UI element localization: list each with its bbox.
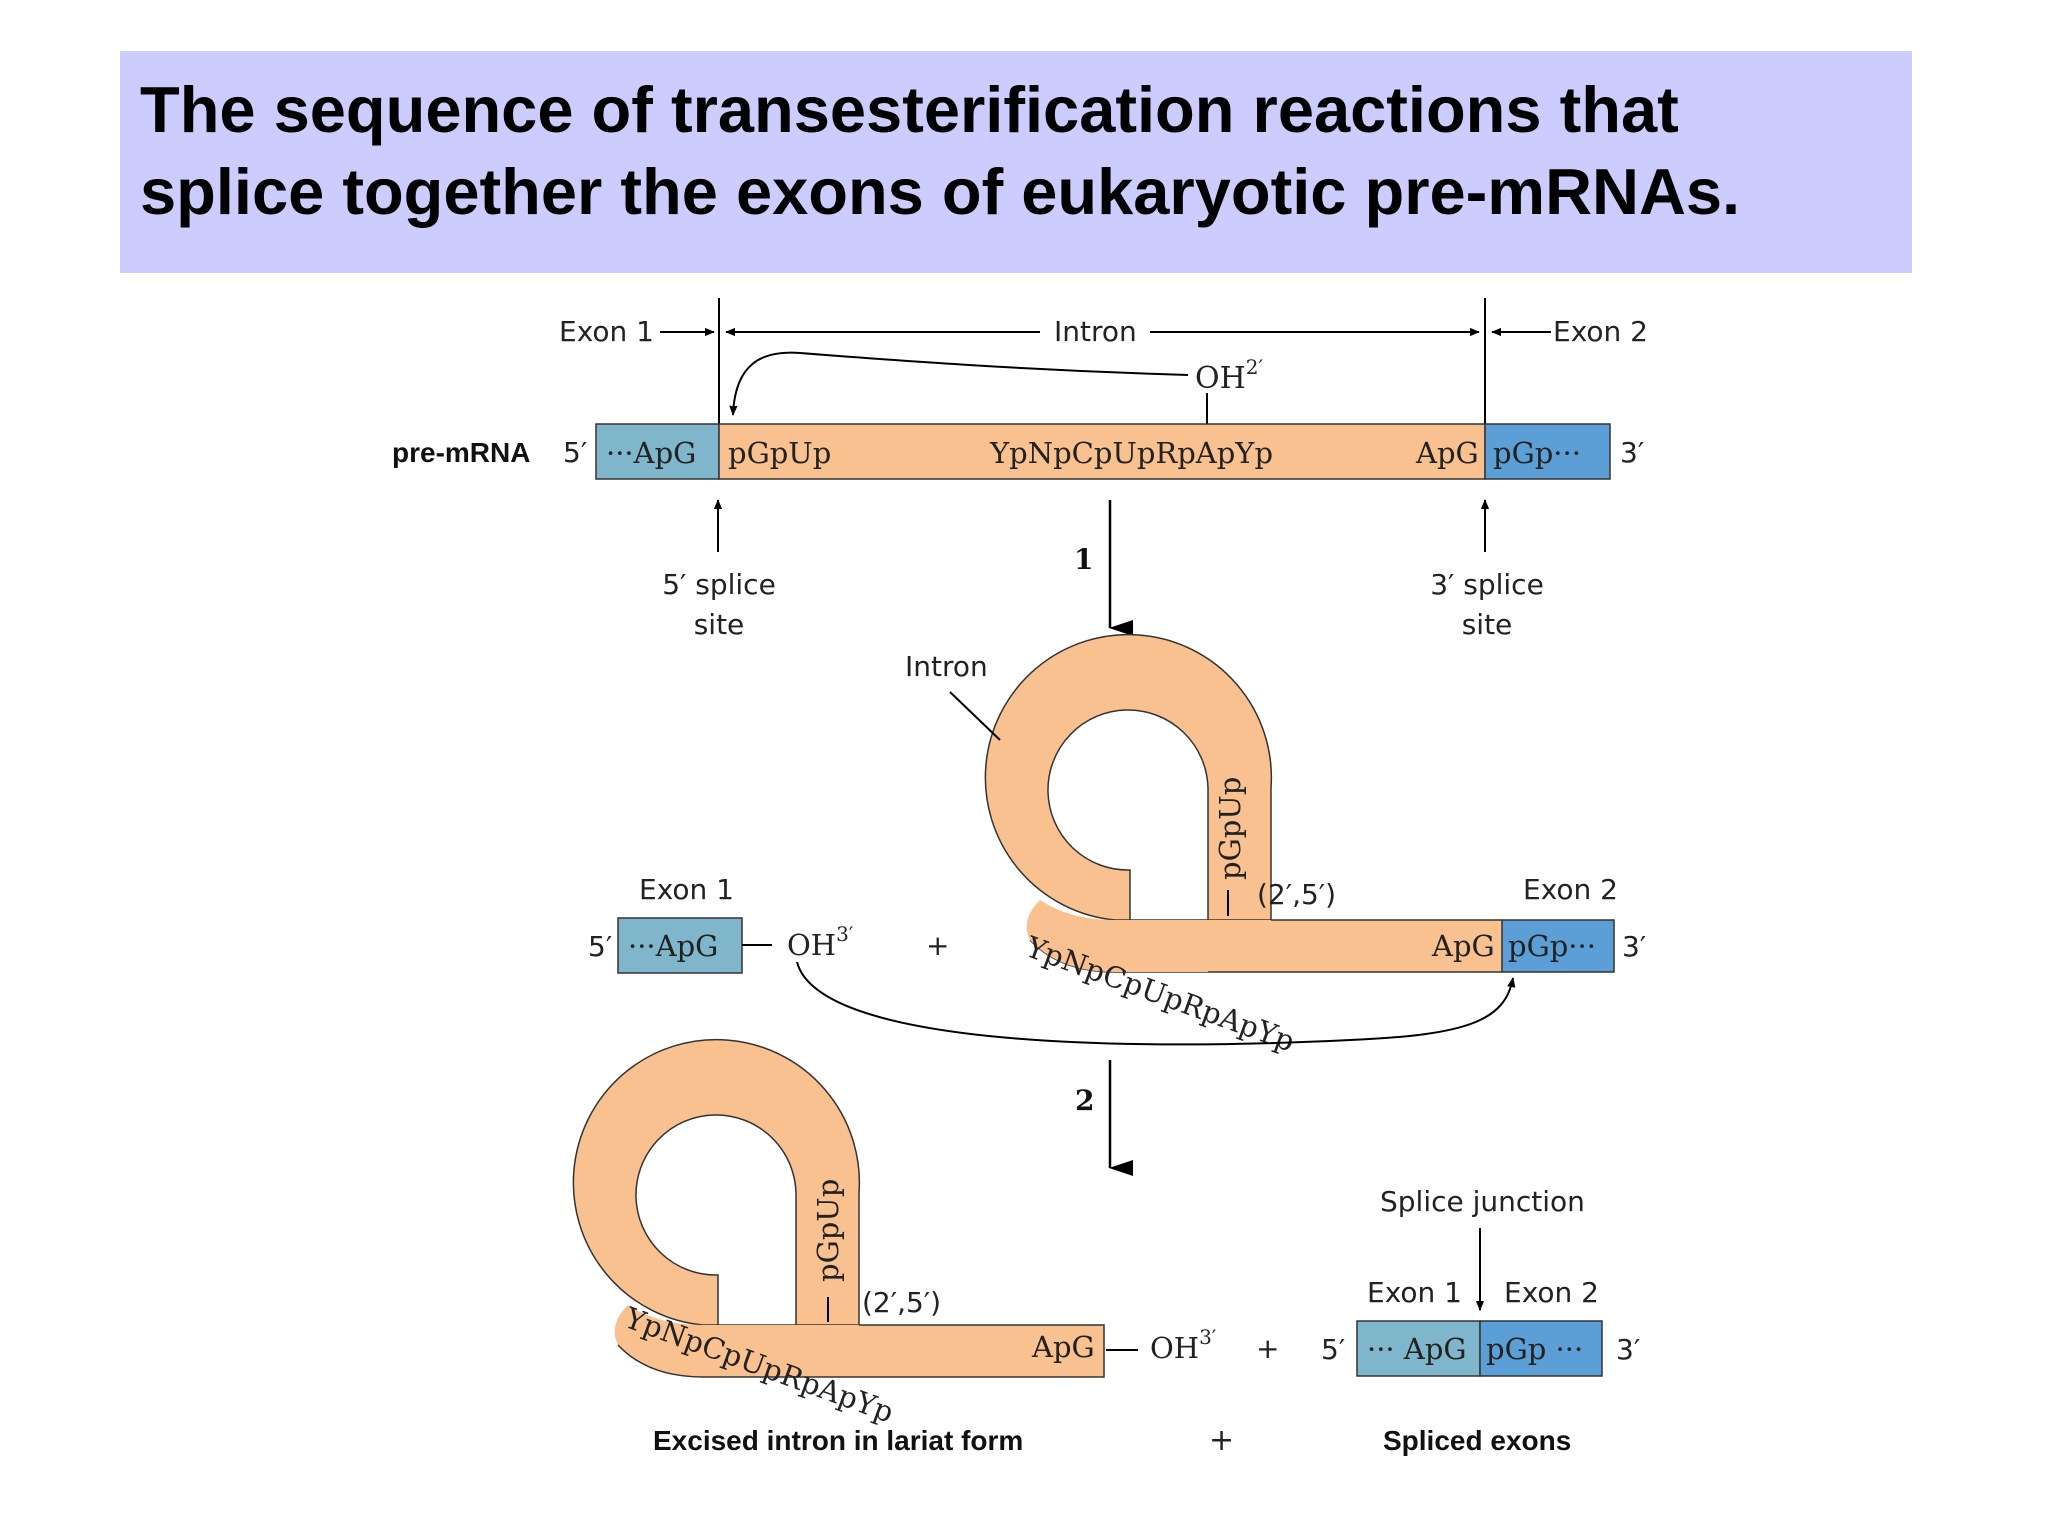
mid-intron-end-seq: ApG [1431, 929, 1495, 963]
top-exon2-label: Exon 2 [1553, 315, 1648, 348]
bottom-lariat-ring [572, 1038, 861, 1326]
bottom-exon2-seq: pGp ··· [1486, 1332, 1583, 1366]
title-banner: The sequence of transesterification reac… [120, 51, 1912, 273]
step2-number: 2 [1075, 1084, 1094, 1117]
splice3-label-2: site [1462, 608, 1513, 641]
page-title-line-1: The sequence of transesterification reac… [140, 73, 1679, 146]
bottom-lariat-bottom-fill [614, 1305, 796, 1377]
bottom-exon1-block [1356, 1320, 1481, 1377]
top-exon2-seq: pGp··· [1493, 436, 1581, 470]
top-exon1-seq: ···ApG [606, 436, 696, 470]
step1-products: Intron pGpUp (2′,5′) YpNpCpUpRpApYp ApG … [588, 633, 1646, 1058]
mid-intron-label: Intron [905, 650, 988, 683]
mid-lariat-ring [984, 633, 1273, 921]
bottom-caption-plus: + [1209, 1423, 1234, 1458]
top-exon1-block [595, 423, 720, 480]
pre-mrna-section: Exon 1 Intron Exon 2 OH2′ pre-mRNA 5′ 3′… [392, 298, 1648, 641]
mid-loop-seq: pGpUp [1213, 777, 1247, 880]
bottom-plus: + [1256, 1332, 1279, 1365]
step2-arrow-group: 2 [1075, 1060, 1133, 1176]
bottom-exon1-seq: ··· ApG [1367, 1332, 1467, 1366]
bottom-three-prime: 3′ [1616, 1333, 1640, 1366]
top-exon2-block [1484, 423, 1611, 480]
mid-exon1-label: Exon 1 [639, 873, 734, 906]
bottom-linkage: (2′,5′) [862, 1286, 941, 1319]
top-intron-end-seq: ApG [1415, 436, 1479, 470]
bottom-exon2-block [1479, 1320, 1603, 1377]
bottom-intron-end-seq: ApG [1031, 1330, 1095, 1364]
mid-intron-pointer [949, 691, 1001, 741]
mid-exon1-block [617, 917, 743, 974]
top-three-prime: 3′ [1620, 436, 1644, 469]
attack-arrow-2oh [729, 351, 1189, 416]
top-intron-label: Intron [1054, 315, 1137, 348]
mid-linkage: (2′,5′) [1257, 878, 1336, 911]
bottom-oh-label: OH3′ [1150, 1325, 1217, 1365]
splice5-label-2: site [694, 608, 745, 641]
splice5-label-1: 5′ splice [662, 568, 776, 601]
step1-number: 1 [1074, 543, 1093, 576]
step1-arrow-group: 1 [1074, 500, 1133, 636]
top-intron-block [718, 423, 1486, 480]
spliced-exons-caption: Spliced exons [1383, 1425, 1571, 1456]
splice-junction-label: Splice junction [1380, 1185, 1585, 1218]
top-oh-label: OH2′ [1195, 355, 1263, 396]
page-title-line-2: splice together the exons of eukaryotic … [140, 155, 1741, 228]
mid-plus: + [926, 929, 949, 962]
splice3-label-1: 3′ splice [1430, 568, 1544, 601]
bottom-exon1-label: Exon 1 [1367, 1276, 1462, 1309]
bottom-intron-outline [617, 1324, 1105, 1378]
top-five-prime: 5′ [563, 436, 587, 469]
mid-oh-label: OH3′ [787, 922, 854, 962]
mid-three-prime: 3′ [1622, 930, 1646, 963]
attack-arrow-3oh [796, 961, 1516, 1046]
top-intron-start-seq: pGpUp [728, 436, 831, 470]
mid-exon2-seq: pGp··· [1508, 929, 1596, 963]
bottom-five-prime: 5′ [1321, 1333, 1345, 1366]
mid-five-prime: 5′ [588, 930, 612, 963]
bottom-exon2-label: Exon 2 [1504, 1276, 1599, 1309]
mid-exon1-seq: ···ApG [628, 929, 718, 963]
pre-mrna-label: pre-mRNA [392, 437, 530, 468]
step2-products: pGpUp (2′,5′) YpNpCpUpRpApYp ApG OH3′ + … [572, 1038, 1640, 1458]
excised-intron-caption: Excised intron in lariat form [653, 1425, 1023, 1456]
bottom-loop-seq: pGpUp [811, 1179, 845, 1282]
top-exon1-label: Exon 1 [559, 315, 654, 348]
mid-exon2-label: Exon 2 [1523, 873, 1618, 906]
mid-lariat-bottom-fill [1026, 900, 1208, 972]
top-branch-seq: YpNpCpUpRpApYp [989, 436, 1273, 470]
mid-exon2-block [1501, 919, 1615, 973]
